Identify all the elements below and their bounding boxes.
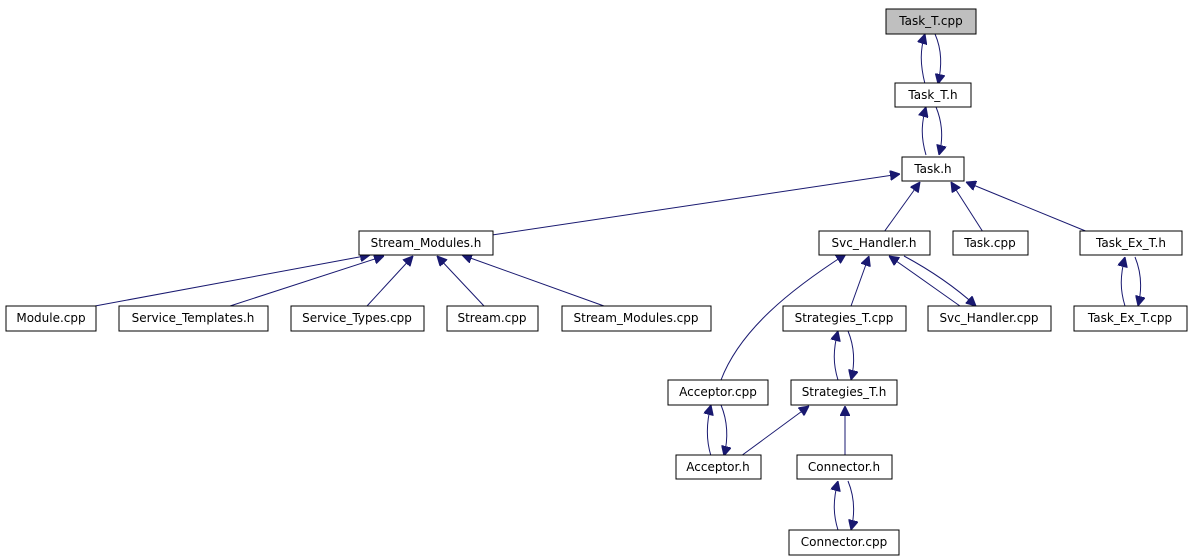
node-box: [901, 156, 965, 182]
node-box: [5, 305, 97, 332]
edge-task-h-to-task-t-h: [922, 107, 926, 156]
node-box: [790, 379, 898, 406]
node-label: Task_T.h: [907, 88, 957, 102]
node-label: Strategies_T.cpp: [795, 311, 894, 325]
edge-task-t-cpp-to-task-t-h: [934, 33, 941, 84]
node-box: [667, 379, 769, 406]
node-module-cpp[interactable]: Module.cpp: [5, 305, 97, 332]
node-task-h[interactable]: Task.h: [901, 156, 965, 182]
edge-strategies-t-cpp-to-strategies-t-h: [847, 330, 854, 380]
edge-acceptor-h-to-strategies-t-h: [740, 406, 809, 457]
node-stream-modules-h[interactable]: Stream_Modules.h: [358, 230, 494, 256]
node-strategies-t-cpp[interactable]: Strategies_T.cpp: [782, 305, 907, 332]
edges: [94, 33, 1141, 531]
edge-strategies-t-h-to-strategies-t-cpp: [834, 331, 838, 381]
edge-service-templates-h-to-stream-modules-h: [229, 256, 384, 307]
node-task-t-h[interactable]: Task_T.h: [894, 82, 972, 108]
node-label: Service_Templates.h: [132, 311, 255, 325]
node-task-ex-t-cpp[interactable]: Task_Ex_T.cpp: [1073, 305, 1188, 332]
edge-connector-h-to-connector-cpp: [847, 480, 854, 530]
node-acceptor-h[interactable]: Acceptor.h: [675, 454, 762, 480]
node-box: [952, 230, 1029, 256]
edge-module-cpp-to-stream-modules-h: [94, 255, 370, 307]
node-label: Task.cpp: [963, 236, 1016, 250]
node-box: [675, 454, 762, 480]
node-label: Connector.cpp: [801, 535, 887, 549]
edge-task-ex-t-h-to-task-h: [966, 182, 1089, 233]
node-label: Connector.h: [808, 460, 880, 474]
edge-acceptor-h-to-acceptor-cpp: [707, 405, 711, 457]
node-box: [818, 230, 931, 256]
node-task-cpp[interactable]: Task.cpp: [952, 230, 1029, 256]
node-svc-handler-cpp[interactable]: Svc_Handler.cpp: [927, 305, 1052, 332]
node-box: [885, 8, 977, 35]
node-label: Stream_Modules.h: [371, 236, 482, 250]
node-stream-modules-cpp[interactable]: Stream_Modules.cpp: [561, 305, 712, 332]
node-label: Task.h: [913, 162, 951, 176]
node-label: Acceptor.h: [686, 460, 750, 474]
node-label: Svc_Handler.cpp: [939, 311, 1038, 325]
node-box: [446, 305, 539, 332]
node-label: Task_Ex_T.h: [1095, 236, 1166, 250]
node-strategies-t-h[interactable]: Strategies_T.h: [790, 379, 898, 406]
node-label: Svc_Handler.h: [832, 236, 917, 250]
node-label: Module.cpp: [16, 311, 85, 325]
node-label: Stream_Modules.cpp: [574, 311, 699, 325]
node-svc-handler-h[interactable]: Svc_Handler.h: [818, 230, 931, 256]
node-acceptor-cpp[interactable]: Acceptor.cpp: [667, 379, 769, 406]
edge-task-ex-t-h-to-task-ex-t-cpp: [1134, 256, 1141, 306]
edge-service-types-cpp-to-stream-modules-h: [366, 256, 413, 307]
node-label: Task_Ex_T.cpp: [1087, 311, 1172, 325]
edge-task-t-h-to-task-t-cpp: [921, 34, 925, 85]
node-box: [561, 305, 712, 332]
node-box: [788, 529, 900, 556]
node-box: [1079, 230, 1183, 256]
node-box: [358, 230, 494, 256]
edge-svc-handler-h-to-task-h: [883, 182, 920, 233]
edge-stream-modules-h-to-task-h: [491, 174, 900, 236]
edge-task-ex-t-cpp-to-task-ex-t-h: [1121, 257, 1125, 307]
node-box: [782, 305, 907, 332]
node-box: [796, 454, 893, 480]
edge-acceptor-cpp-to-acceptor-h: [720, 404, 727, 456]
edge-connector-cpp-to-connector-h: [834, 481, 838, 531]
node-box: [118, 305, 269, 332]
node-label: Stream.cpp: [457, 311, 526, 325]
edge-svc-handler-h-to-svc-handler-cpp: [903, 255, 976, 306]
node-task-t-cpp[interactable]: Task_T.cpp: [885, 8, 977, 35]
node-box: [1073, 305, 1188, 332]
node-service-types-cpp[interactable]: Service_Types.cpp: [290, 305, 425, 332]
node-connector-h[interactable]: Connector.h: [796, 454, 893, 480]
node-box: [927, 305, 1052, 332]
node-box: [290, 305, 425, 332]
node-connector-cpp[interactable]: Connector.cpp: [788, 529, 900, 556]
edge-svc-handler-cpp-to-svc-handler-h: [889, 256, 961, 307]
node-label: Service_Types.cpp: [302, 311, 412, 325]
edge-task-t-h-to-task-h: [935, 106, 942, 155]
node-label: Task_T.cpp: [898, 14, 962, 28]
node-label: Acceptor.cpp: [679, 385, 757, 399]
edge-task-cpp-to-task-h: [951, 182, 984, 233]
node-task-ex-t-h[interactable]: Task_Ex_T.h: [1079, 230, 1183, 256]
edge-stream-cpp-to-stream-modules-h: [437, 256, 485, 307]
node-service-templates-h[interactable]: Service_Templates.h: [118, 305, 269, 332]
nodes: Task_T.cpp Task_T.h Task.h Stream_Module…: [5, 8, 1188, 556]
edge-strategies-t-cpp-to-svc-handler-h: [850, 256, 869, 307]
node-box: [894, 82, 972, 108]
node-stream-cpp[interactable]: Stream.cpp: [446, 305, 539, 332]
edge-acceptor-cpp-to-svc-handler-h: [720, 254, 846, 381]
edge-stream-modules-cpp-to-stream-modules-h: [462, 255, 605, 307]
node-label: Strategies_T.h: [802, 385, 887, 399]
